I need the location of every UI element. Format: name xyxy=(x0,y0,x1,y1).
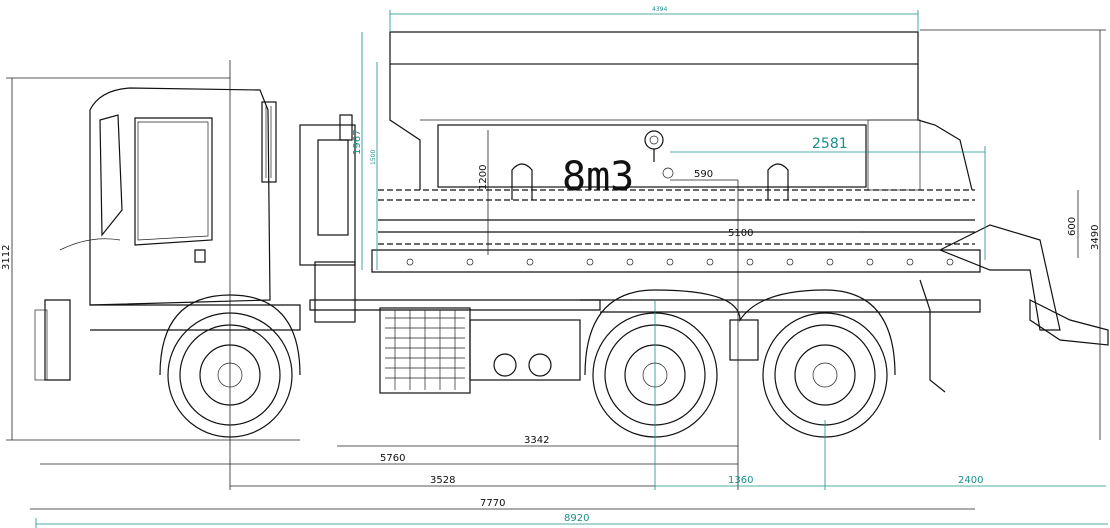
dimensions-black: 3112 3342 5760 3528 7770 3490 600 1200 5… xyxy=(1,29,1106,510)
engine-cover xyxy=(299,124,356,266)
dim-1967: 1967 xyxy=(352,130,363,155)
chassis-rail xyxy=(371,249,981,273)
dim-2400: 2400 xyxy=(958,475,983,486)
dim-1360: 1360 xyxy=(728,475,753,486)
side-window xyxy=(134,117,213,246)
hopper-body: 8m3 xyxy=(371,31,981,273)
front-bumper xyxy=(44,299,71,381)
dim-3342: 3342 xyxy=(524,435,549,446)
cab xyxy=(34,87,301,381)
dim-5760: 5760 xyxy=(380,453,405,464)
cab-vent xyxy=(261,101,277,183)
dim-overall-height: 3112 xyxy=(1,245,12,270)
chassis-equipment xyxy=(299,114,1109,394)
dim-590: 590 xyxy=(694,169,713,180)
rear-spreader-mount xyxy=(938,224,1061,331)
dim-inner-length: 5100 xyxy=(728,228,753,239)
windshield xyxy=(99,114,123,237)
suspension-bracket xyxy=(729,319,759,361)
dim-2581: 2581 xyxy=(812,136,848,152)
hopper-rear-wall xyxy=(917,64,973,191)
dim-8920: 8920 xyxy=(564,513,589,524)
dim-overall-height-rear: 3490 xyxy=(1090,225,1101,250)
tank-handle-front xyxy=(511,163,533,200)
dim-7770: 7770 xyxy=(480,498,505,509)
tank-handle-rear xyxy=(767,163,789,200)
dim-1200: 1200 xyxy=(478,165,489,190)
spreader-chute xyxy=(1029,299,1109,346)
tank-panel xyxy=(437,124,867,188)
dimensions-teal: 4394 2581 1967 1500 1360 2400 8920 xyxy=(35,6,1108,528)
hopper-lid xyxy=(389,31,919,65)
dim-top-overall: 4394 xyxy=(652,6,667,13)
fuel-tank xyxy=(469,319,581,381)
cab-outline xyxy=(89,87,271,306)
door-handle xyxy=(194,249,206,263)
tank-volume-label: 8m3 xyxy=(562,154,634,200)
dim-3528: 3528 xyxy=(430,475,455,486)
dim-600: 600 xyxy=(1067,217,1078,236)
hydraulic-block xyxy=(314,261,356,323)
hopper-front-wall xyxy=(389,64,421,190)
rear-wheel xyxy=(762,312,888,438)
air-filter xyxy=(317,139,349,236)
pressure-gauge-icon xyxy=(644,130,664,150)
dim-1500: 1500 xyxy=(370,150,377,165)
